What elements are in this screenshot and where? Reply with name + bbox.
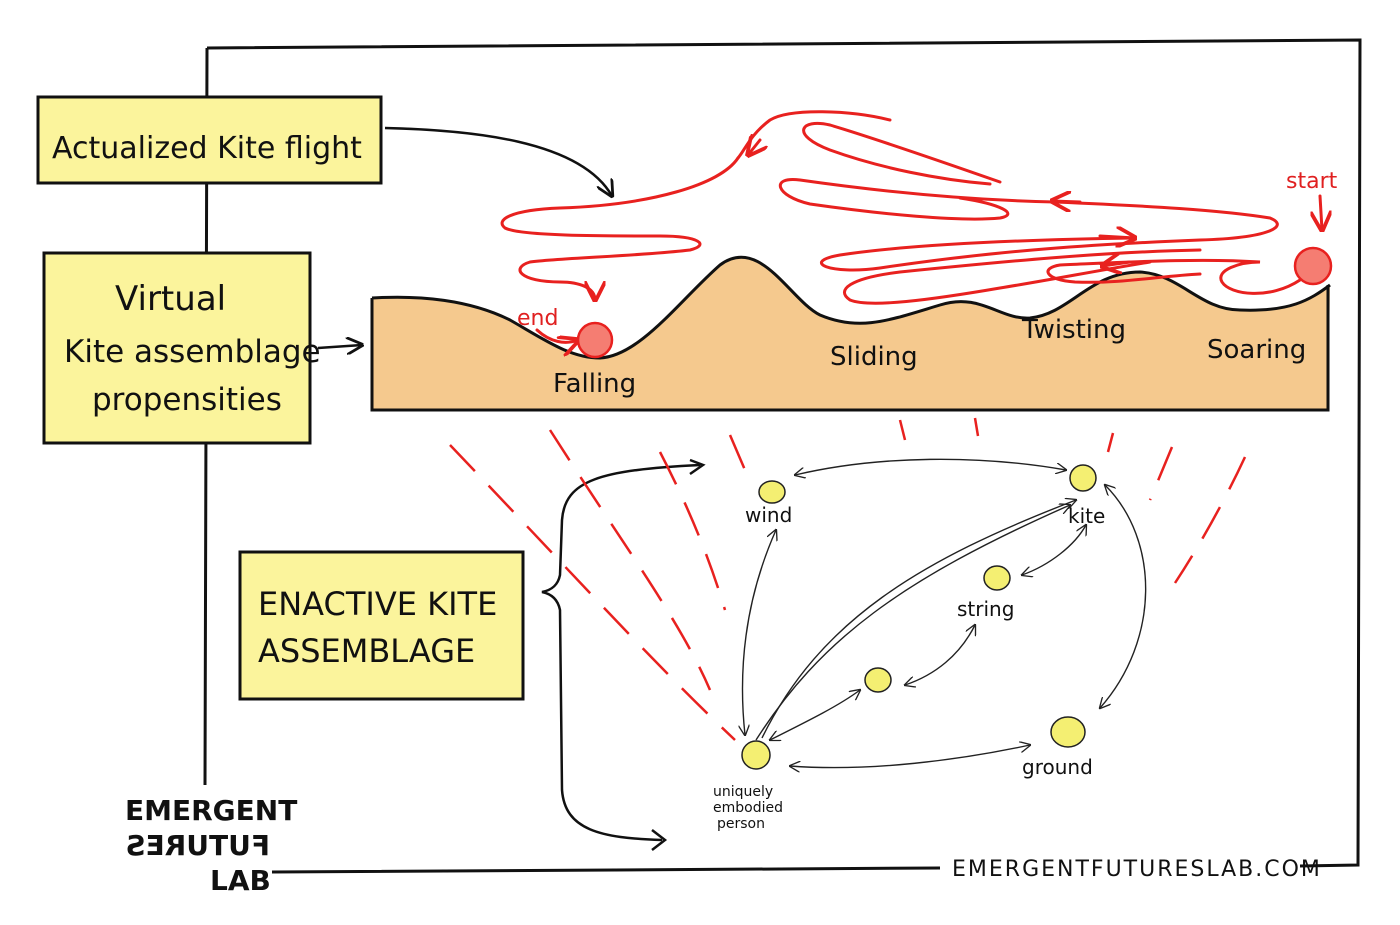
label-falling: Falling [553,369,636,399]
label-sliding: Sliding [830,342,918,372]
label-person-line1: uniquely [713,784,773,800]
virtual-label-line3: propensities [92,382,282,418]
virtual-terrain: Falling Sliding Twisting Soaring [370,255,1331,412]
enactive-label-line2: ASSEMBLAGE [258,632,475,670]
label-string: string [957,597,1014,621]
propensity-dashes [449,417,1247,741]
label-wind: wind [745,503,792,527]
brand-line2: FUTURES [125,829,270,862]
start-ball [1293,246,1333,286]
actualized-label: Actualized Kite flight [52,131,362,166]
label-start: start [1286,169,1338,194]
kite-flight-path [500,110,1322,343]
node-ground [1050,716,1086,748]
assemblage-edges [743,458,1147,767]
node-string [983,565,1011,591]
enactive-assemblage-box: ENACTIVE KITE ASSEMBLAGE [238,550,525,701]
brand-logo: EMERGENT FUTURES LAB [125,794,297,897]
label-person-line2: embodied [713,800,783,816]
label-soaring: Soaring [1207,335,1306,365]
enactive-label-line1: ENACTIVE KITE [258,585,497,623]
virtual-label-line2: Kite assemblage [64,334,321,370]
label-ground: ground [1022,755,1093,779]
website-url: EMERGENTFUTURESLAB.COM [952,857,1322,882]
label-person-line3: person [717,816,765,832]
node-unlabeled [864,667,892,693]
assemblage-nodes [741,464,1097,770]
label-kite: kite [1068,504,1105,528]
label-end: end [517,306,558,331]
node-person [741,740,771,770]
virtual-label-line1: Virtual [115,279,226,319]
brand-line1: EMERGENT [125,794,297,827]
virtual-arrow [317,345,362,348]
actualized-kite-flight-box: Actualized Kite flight [36,95,383,185]
node-kite [1069,464,1097,492]
virtual-propensities-box: Virtual Kite assemblage propensities [42,251,321,445]
node-wind [758,480,786,504]
end-ball [576,321,614,359]
actualized-arrow [384,126,612,196]
enactive-brace [541,458,706,851]
label-twisting: Twisting [1021,315,1126,345]
brand-line3: LAB [210,864,271,897]
